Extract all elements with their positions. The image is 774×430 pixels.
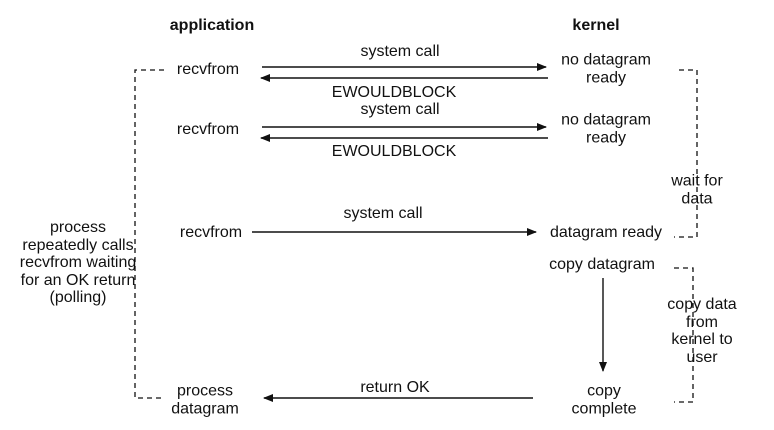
- polling-note: process repeatedly calls recvfrom waitin…: [19, 219, 137, 307]
- wait-for-data-bracket: [674, 69, 698, 238]
- recvfrom-label-1: recvfrom: [176, 61, 240, 79]
- application-column-header: application: [169, 17, 255, 35]
- return-ok-label: return OK: [360, 379, 430, 397]
- system-call-label-1: system call: [360, 43, 440, 61]
- recvfrom-label-3: recvfrom: [179, 224, 243, 242]
- process-datagram-label: process datagram: [171, 382, 239, 417]
- ewouldblock-label-2: EWOULDBLOCK: [331, 143, 457, 161]
- no-datagram-ready-label-2: no datagram ready: [561, 111, 651, 146]
- wait-for-data-note: wait for data: [671, 172, 723, 207]
- recvfrom-label-2: recvfrom: [176, 121, 240, 139]
- copy-data-from-kernel-note: copy data from kernel to user: [667, 295, 737, 366]
- datagram-ready-label: datagram ready: [549, 224, 663, 242]
- no-datagram-ready-label-1: no datagram ready: [561, 51, 651, 86]
- system-call-label-2: system call: [360, 101, 440, 119]
- polling-bracket: [134, 69, 164, 399]
- copy-data-bracket: [674, 267, 694, 403]
- copy-complete-label: copy complete: [571, 382, 637, 417]
- system-call-label-3: system call: [343, 205, 423, 223]
- copy-datagram-label: copy datagram: [549, 256, 655, 274]
- kernel-column-header: kernel: [572, 17, 620, 35]
- ewouldblock-label-1: EWOULDBLOCK: [331, 84, 457, 102]
